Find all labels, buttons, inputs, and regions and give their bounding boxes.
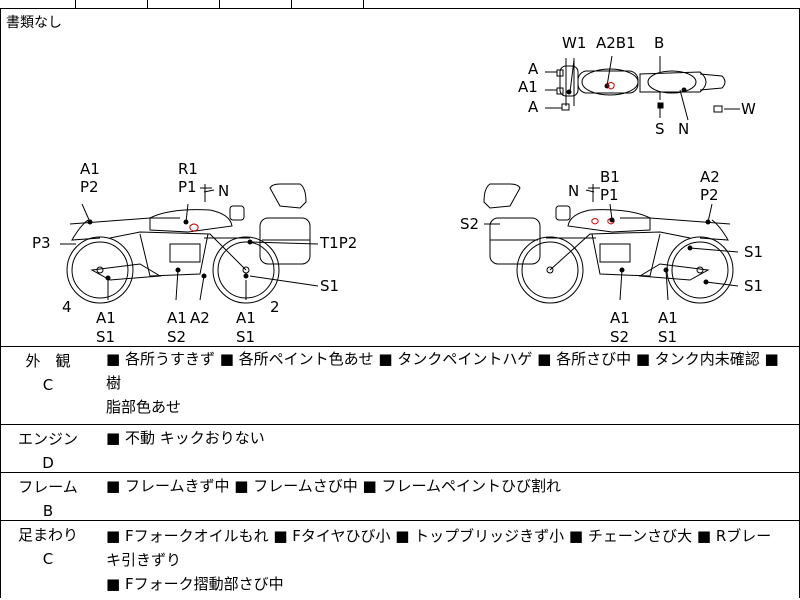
diagram-label: A1 xyxy=(518,78,538,96)
note-line: 脂部色あせ xyxy=(106,398,182,416)
note-line: ■ Fフォークオイルもれ ■ Fタイヤひび小 ■ トップブリッジきず小 ■ チェ… xyxy=(106,527,772,569)
diagram-label: A xyxy=(528,60,539,78)
diagram-label: 4 xyxy=(62,298,72,316)
frame-category: フレーム B xyxy=(0,476,96,522)
diagram-label: S1 xyxy=(658,328,677,346)
diagram-label: S1 xyxy=(236,328,255,346)
diagram-label: B xyxy=(654,34,664,52)
grade-value: D xyxy=(42,454,54,472)
strip-divider xyxy=(147,0,148,8)
engine-category: エンジン D xyxy=(0,428,96,474)
diagram-label: A1 xyxy=(96,309,116,327)
diagram-label: S2 xyxy=(610,328,629,346)
category-label: エンジン xyxy=(17,430,78,448)
diagram-label: W xyxy=(741,100,756,118)
diagram-label: A1 xyxy=(167,309,187,327)
diagram-label: R1 xyxy=(178,160,198,178)
strip-divider xyxy=(363,0,364,8)
strip-divider xyxy=(291,0,292,8)
diagram-label: 2 xyxy=(270,298,280,316)
left-view-drawing xyxy=(66,183,311,304)
section-divider xyxy=(0,424,800,425)
note-line: ■ Fフォーク摺動部さび中 xyxy=(106,575,284,593)
category-label: 外 観 xyxy=(25,352,71,370)
suspension-category: 足まわり C xyxy=(0,524,96,570)
grade-value: B xyxy=(42,502,54,520)
diagram-label: P2 xyxy=(700,186,719,204)
grade-value: C xyxy=(42,376,54,394)
engine-notes: ■ 不動 キックおりない xyxy=(106,426,786,450)
diagram-label: A1 xyxy=(236,309,256,327)
right-view-drawing xyxy=(483,183,734,304)
diagram-label: N xyxy=(678,120,689,138)
top-view-drawing xyxy=(556,58,726,113)
documents-label: 書類なし xyxy=(6,15,62,31)
diagram-label: P1 xyxy=(178,178,197,196)
diagram-label: A1 xyxy=(658,309,678,327)
diagram-label: N xyxy=(218,182,229,200)
note-line: ■ フレームきず中 ■ フレームさび中 ■ フレームペイントひび割れ xyxy=(106,477,562,495)
diagram-label: P3 xyxy=(32,234,51,252)
section-divider xyxy=(0,346,800,347)
exterior-category: 外 観 C xyxy=(0,350,96,396)
diagram-label: A1 xyxy=(80,160,100,178)
strip-divider xyxy=(219,0,220,8)
suspension-notes: ■ Fフォークオイルもれ ■ Fタイヤひび小 ■ トップブリッジきず小 ■ チェ… xyxy=(106,524,786,596)
diagram-label: S2 xyxy=(167,328,186,346)
note-line: ■ 各所うすきず ■ 各所ペイント色あせ ■ タンクペイントハゲ ■ 各所さび中… xyxy=(106,350,779,392)
diagram-label: A2B1 xyxy=(596,34,636,52)
diagram-label: A2 xyxy=(700,168,720,186)
diagram-label: S1 xyxy=(744,243,763,261)
category-label: フレーム xyxy=(18,478,78,496)
exterior-notes: ■ 各所うすきず ■ 各所ペイント色あせ ■ タンクペイントハゲ ■ 各所さび中… xyxy=(106,347,786,419)
top-table-strip xyxy=(0,0,800,9)
strip-divider xyxy=(75,0,76,8)
section-divider xyxy=(0,520,800,521)
diagram-label: A2 xyxy=(190,309,210,327)
section-divider xyxy=(0,472,800,473)
diagram-label: S1 xyxy=(96,328,115,346)
diagram-label: A xyxy=(528,98,539,116)
motorcycle-damage-diagram: W1 A2B1 B A A1 A S N W A1 P2 R1 P1 N P3 … xyxy=(32,34,763,346)
diagram-label: S2 xyxy=(460,215,479,233)
diagram-label: A1 xyxy=(610,309,630,327)
frame-notes: ■ フレームきず中 ■ フレームさび中 ■ フレームペイントひび割れ xyxy=(106,474,786,498)
category-label: 足まわり xyxy=(17,526,78,544)
diagram-label: S1 xyxy=(744,277,763,295)
diagram-label: B1 xyxy=(600,168,620,186)
diagram-label: W1 xyxy=(562,34,586,52)
grade-value: C xyxy=(42,550,54,568)
diagram-label: T1P2 xyxy=(319,234,357,252)
note-line: ■ 不動 キックおりない xyxy=(106,429,265,447)
diagram-label: P1 xyxy=(600,186,619,204)
diagram-label: P2 xyxy=(80,178,99,196)
diagram-label: N xyxy=(568,182,579,200)
diagram-label: S1 xyxy=(320,277,339,295)
diagram-label: S xyxy=(655,120,665,138)
